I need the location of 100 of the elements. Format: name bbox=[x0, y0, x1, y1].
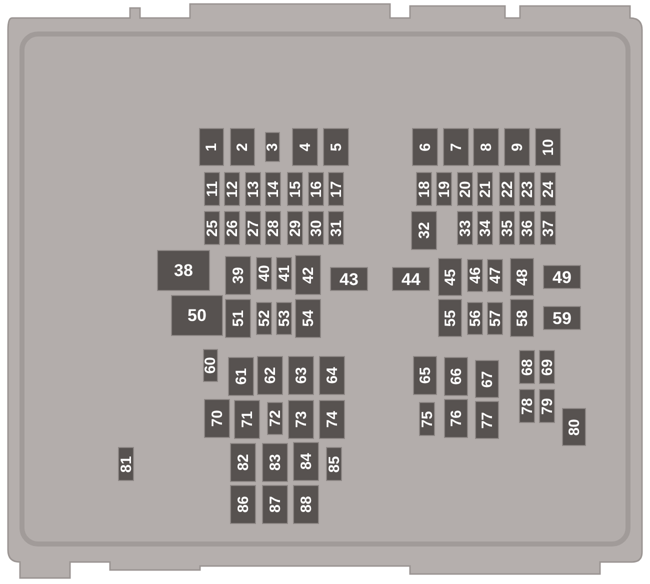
fuse-number: 20 bbox=[458, 180, 472, 198]
fuse-slot bbox=[540, 172, 556, 206]
fuse-slot bbox=[257, 356, 283, 395]
fuse-slot bbox=[477, 172, 493, 206]
fuse-slot bbox=[308, 172, 324, 206]
fuse-number: 65 bbox=[418, 367, 432, 384]
fuse-slot bbox=[510, 299, 534, 337]
fuse-slot bbox=[539, 350, 555, 384]
fuse-number: 50 bbox=[188, 307, 206, 324]
fuse-number: 69 bbox=[540, 358, 554, 376]
fuse-slot bbox=[293, 485, 319, 524]
fuse-number: 56 bbox=[468, 310, 482, 327]
fuse-slot bbox=[203, 349, 218, 382]
fuse-slot bbox=[416, 172, 432, 206]
fuse-slot bbox=[487, 259, 503, 292]
fuse-slot bbox=[288, 400, 314, 439]
fuse-number: 34 bbox=[478, 220, 492, 236]
fuse-number: 25 bbox=[204, 220, 220, 236]
fuse-slot bbox=[504, 128, 530, 166]
fuse-slot bbox=[467, 302, 483, 335]
fuse-slot bbox=[230, 443, 256, 482]
fuse-number: 66 bbox=[448, 368, 464, 385]
fuse-number: 42 bbox=[300, 266, 316, 284]
fuse-number: 19 bbox=[436, 180, 452, 198]
fuse-slot bbox=[323, 128, 349, 166]
fuse-slot bbox=[419, 402, 435, 436]
fuse-slot bbox=[328, 172, 344, 206]
fuse-slot bbox=[288, 356, 314, 395]
fuse-number: 17 bbox=[328, 180, 344, 198]
fuse-number: 71 bbox=[240, 411, 254, 428]
fuse-number: 40 bbox=[256, 265, 272, 282]
fuse-number: 76 bbox=[448, 410, 464, 427]
fuse-number: 28 bbox=[266, 220, 280, 236]
fuse-number: 62 bbox=[262, 367, 278, 384]
fuse-number: 5 bbox=[328, 142, 344, 152]
fuse-number: 72 bbox=[268, 410, 282, 427]
fuse-slot bbox=[295, 299, 321, 338]
fuse-number: 73 bbox=[294, 411, 308, 428]
fuse-slot bbox=[265, 172, 281, 206]
fuse-number: 60 bbox=[203, 357, 218, 374]
fuse-slot bbox=[292, 128, 318, 166]
fuse-slot bbox=[392, 267, 430, 291]
fuse-slot bbox=[436, 172, 452, 206]
fuse-slot bbox=[412, 128, 438, 166]
fuse-slot bbox=[265, 132, 280, 162]
fuse-number: 4 bbox=[298, 142, 312, 152]
fuse-number: 38 bbox=[174, 262, 193, 279]
fuse-number: 14 bbox=[266, 180, 280, 198]
fuse-slot bbox=[276, 257, 292, 290]
fuse-slot bbox=[457, 172, 473, 206]
fuse-slot bbox=[225, 299, 251, 338]
fuse-slot bbox=[457, 211, 473, 245]
fuse-number: 81 bbox=[118, 456, 134, 472]
fuse-number: 30 bbox=[308, 220, 324, 236]
fuse-number: 2 bbox=[235, 142, 250, 152]
fuse-slot bbox=[443, 128, 469, 166]
fuse-slot bbox=[293, 442, 319, 481]
fuse-number: 63 bbox=[294, 367, 308, 384]
fuse-number: 61 bbox=[234, 368, 248, 385]
fuse-slot bbox=[230, 485, 256, 524]
fuse-number: 80 bbox=[566, 418, 582, 436]
fuse-number: 1 bbox=[204, 142, 219, 152]
fuse-slot bbox=[438, 299, 462, 337]
fuse-number: 85 bbox=[326, 456, 342, 472]
fuse-number: 23 bbox=[520, 180, 534, 198]
fuse-number: 45 bbox=[442, 268, 458, 286]
fuse-slot bbox=[245, 172, 261, 206]
fuse-slot bbox=[262, 443, 288, 482]
fuse-number: 68 bbox=[520, 358, 534, 376]
fuse-number: 37 bbox=[540, 220, 556, 236]
fuse-number: 79 bbox=[540, 398, 554, 414]
fuse-slot bbox=[444, 357, 468, 396]
fuse-slot bbox=[308, 211, 324, 245]
fuse-number: 41 bbox=[276, 265, 292, 282]
fuse-slot bbox=[411, 211, 437, 250]
fuse-slot bbox=[519, 389, 535, 423]
fuse-number: 39 bbox=[230, 267, 246, 284]
fuse-slot bbox=[199, 128, 224, 166]
fuse-number: 84 bbox=[298, 453, 314, 470]
fuse-slot bbox=[413, 356, 437, 395]
fuse-slot bbox=[328, 211, 344, 245]
fuse-slot bbox=[519, 350, 535, 384]
fuse-slot bbox=[326, 447, 342, 481]
fuse-number: 18 bbox=[416, 180, 432, 198]
fuse-number: 26 bbox=[224, 220, 240, 236]
fuse-slot bbox=[118, 447, 134, 481]
fuse-slot bbox=[519, 172, 535, 206]
fuse-slot bbox=[467, 259, 483, 292]
fuse-number: 53 bbox=[276, 310, 292, 327]
fuse-number: 44 bbox=[402, 270, 420, 288]
fuse-slot bbox=[319, 356, 345, 395]
fuse-number: 43 bbox=[340, 270, 358, 288]
fuse-slot bbox=[295, 255, 321, 295]
fuse-number: 78 bbox=[520, 398, 534, 414]
fuse-number: 64 bbox=[324, 367, 340, 384]
fuse-slot bbox=[499, 172, 515, 206]
fuse-number: 82 bbox=[236, 454, 250, 471]
fuse-number: 8 bbox=[478, 142, 494, 152]
fuse-number: 13 bbox=[246, 180, 260, 198]
fuse-slot bbox=[519, 211, 535, 245]
